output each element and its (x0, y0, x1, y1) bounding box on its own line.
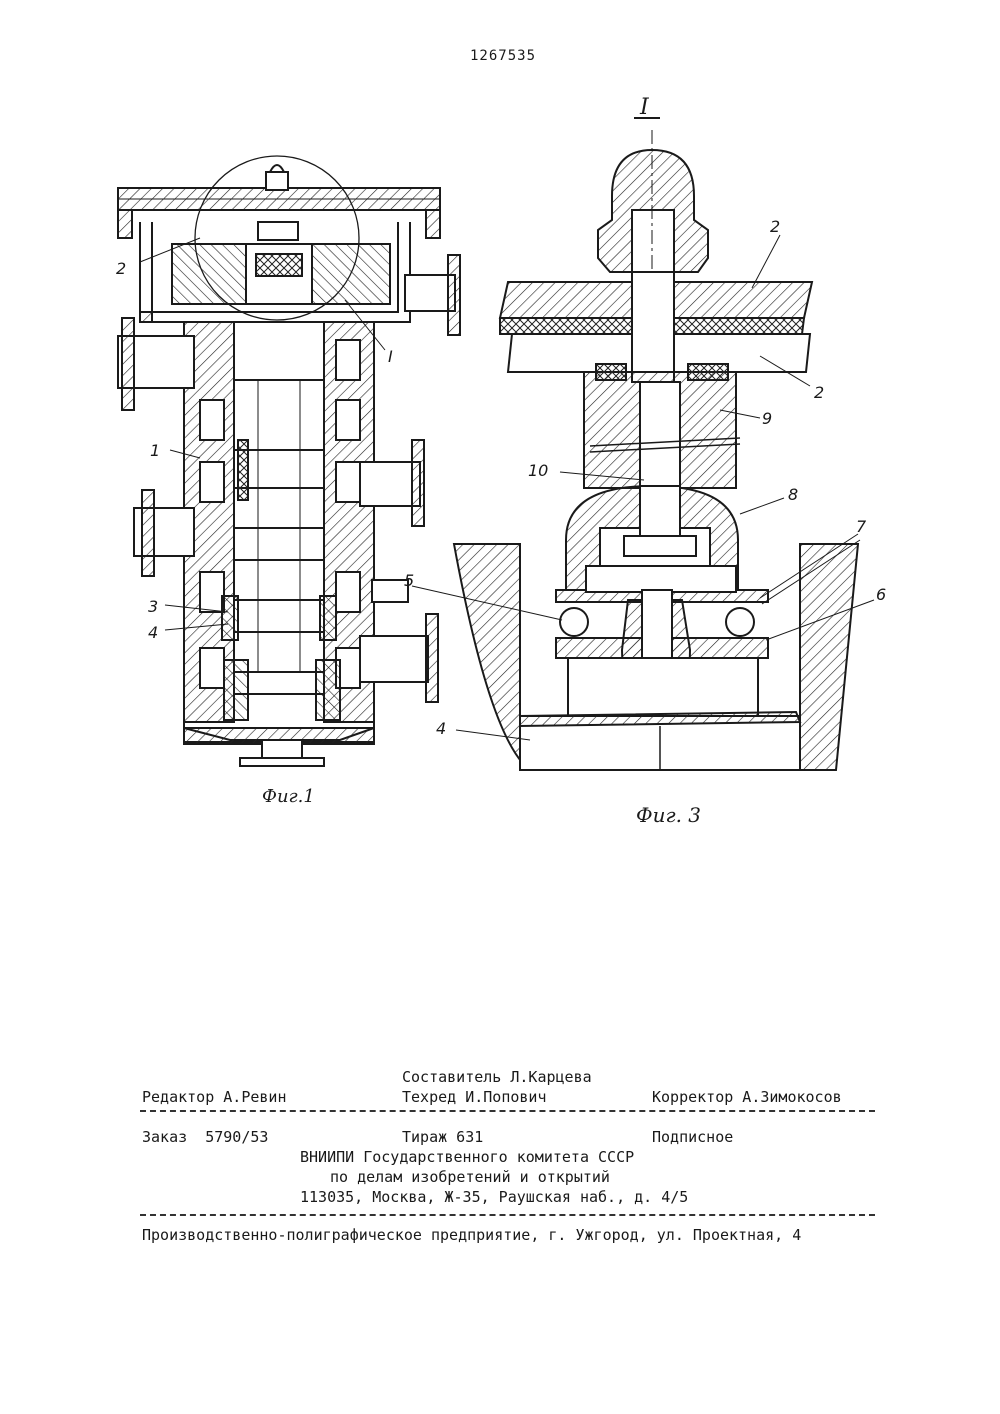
figure-1 (118, 156, 460, 766)
fig3-label-5: 5 (404, 571, 414, 590)
fig3-label-8: 8 (788, 485, 798, 504)
fig1-caption: Фиг.1 (262, 786, 315, 807)
corrector-line: Корректор А.Зимокосов (652, 1088, 842, 1106)
compiler-line: Составитель Л.Карцева (402, 1068, 592, 1086)
org-line-2: по делам изобретений и открытий (330, 1168, 610, 1186)
technical-drawing: 2 I 1 3 4 Фиг.1 (0, 0, 1000, 860)
fig1-label-1: 1 (150, 441, 160, 460)
org-line-1: ВНИИПИ Государственного комитета СССР (300, 1148, 634, 1166)
order-line: Заказ 5790/53 (142, 1128, 268, 1146)
fig3-label-6: 6 (876, 585, 886, 604)
printer-line: Производственно-полиграфическое предприя… (142, 1226, 801, 1244)
subscription-line: Подписное (652, 1128, 733, 1146)
org-line-3: 113035, Москва, Ж-35, Раушская наб., д. … (300, 1188, 688, 1206)
fig3-label-4: 4 (436, 719, 446, 738)
fig3-label-2-bottom: 2 (814, 383, 824, 402)
circulation-line: Тираж 631 (402, 1128, 483, 1146)
fig3-caption: Фиг. 3 (636, 803, 701, 827)
fig3-label-2-top: 2 (770, 217, 780, 236)
fig3-section-mark: I (639, 95, 650, 120)
figure-3 (412, 130, 874, 770)
fig1-label-4: 4 (148, 623, 158, 642)
editor-line: Редактор А.Ревин (142, 1088, 287, 1106)
fig1-label-I: I (388, 347, 393, 366)
fig1-label-3: 3 (148, 597, 158, 616)
fig3-label-9: 9 (762, 409, 772, 428)
techred-line: Техред И.Попович (402, 1088, 547, 1106)
fig1-label-2: 2 (116, 259, 126, 278)
fig3-label-7: 7 (856, 517, 867, 536)
divider-bottom (140, 1214, 875, 1216)
fig3-label-10: 10 (528, 461, 548, 480)
divider-top (140, 1110, 875, 1112)
